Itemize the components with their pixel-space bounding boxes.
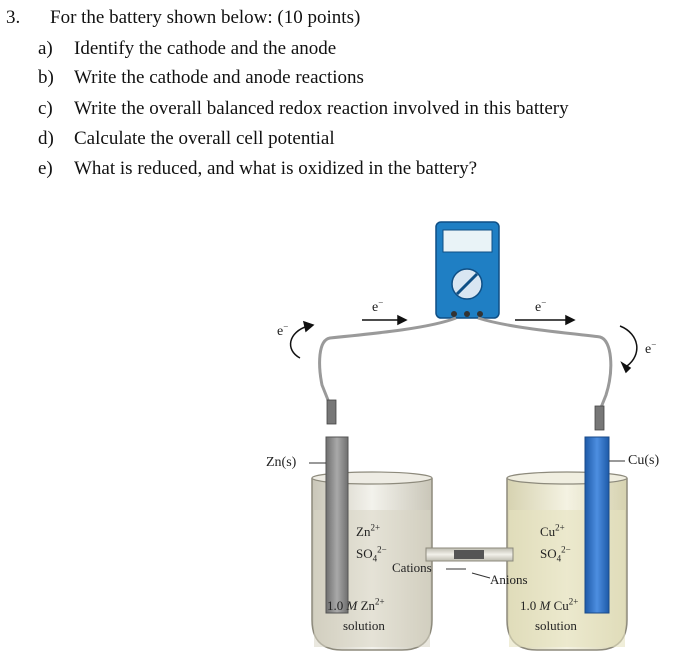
part-b-letter: b) bbox=[38, 67, 54, 88]
part-a-letter: a) bbox=[38, 38, 53, 59]
question-title: For the battery shown below: (10 points) bbox=[50, 7, 361, 28]
right-solution-word: solution bbox=[535, 618, 577, 633]
right-sulfate-label: SO42− bbox=[540, 544, 571, 564]
zinc-electrode-label: Zn(s) bbox=[266, 455, 297, 470]
part-c-text: Write the overall balanced redox reactio… bbox=[74, 98, 569, 119]
leader-lines bbox=[309, 460, 625, 579]
electron-label-right: e− bbox=[535, 297, 547, 315]
part-d-text: Calculate the overall cell potential bbox=[74, 128, 335, 149]
left-sulfate-label: SO42− bbox=[356, 544, 387, 564]
part-b-text: Write the cathode and anode reactions bbox=[74, 67, 364, 88]
anions-label: Anions bbox=[490, 572, 528, 587]
electron-label-far-left: e− bbox=[277, 321, 289, 339]
left-solution-word: solution bbox=[343, 618, 385, 633]
part-d-letter: d) bbox=[38, 128, 54, 149]
electron-flow-arrows bbox=[289, 314, 638, 374]
zinc-ion-label: Zn2+ bbox=[356, 522, 381, 539]
left-solution-concentration: 1.0 M Zn2+ bbox=[327, 596, 385, 613]
part-e-text: What is reduced, and what is oxidized in… bbox=[74, 158, 478, 179]
galvanic-cell-diagram: e− e− e− e− Zn(s) Cu(s) Zn2+ SO42− Cu2+ … bbox=[0, 200, 683, 661]
voltmeter bbox=[435, 221, 500, 319]
external-wire bbox=[318, 316, 613, 431]
copper-ion-label: Cu2+ bbox=[540, 522, 565, 539]
electron-label-far-right: e− bbox=[645, 339, 657, 357]
electron-label-left: e− bbox=[372, 297, 384, 315]
salt-bridge bbox=[425, 547, 514, 562]
right-solution-concentration: 1.0 M Cu2+ bbox=[520, 596, 579, 613]
part-e-letter: e) bbox=[38, 158, 53, 179]
copper-electrode-label: Cu(s) bbox=[628, 453, 660, 468]
part-c-letter: c) bbox=[38, 98, 53, 119]
cell-drawing bbox=[289, 221, 638, 651]
question-number: 3. bbox=[6, 7, 21, 28]
zinc-half-cell bbox=[311, 436, 433, 651]
cations-label: Cations bbox=[392, 560, 432, 575]
copper-half-cell bbox=[506, 436, 628, 651]
part-a-text: Identify the cathode and the anode bbox=[74, 38, 337, 59]
